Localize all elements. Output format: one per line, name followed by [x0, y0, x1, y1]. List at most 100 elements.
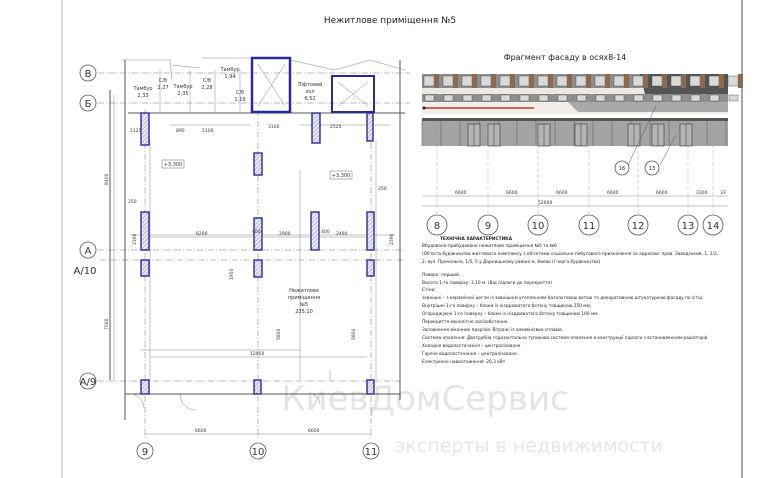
label: 1100	[202, 128, 214, 134]
label: 16	[619, 166, 625, 172]
main-room-label: Нежитлове	[289, 288, 319, 294]
label: 1,94	[224, 74, 235, 80]
label: 10	[252, 447, 265, 458]
facade-axis-bubble: 12	[627, 214, 649, 236]
label: Тамбур	[172, 84, 192, 90]
label: 2525	[330, 124, 342, 130]
floor-plan: Тамбур 2,33 С/б 2,27 Тамбур 2,35 С/б 2,2…	[74, 56, 410, 460]
spec-line: зовнішні – з керамічної цегли із зовнішн…	[422, 295, 704, 301]
label: 6600	[556, 190, 568, 196]
label: №5	[300, 302, 308, 308]
label: 2,33	[137, 93, 148, 99]
spec-line: Внутрішні 1-го поверху – блоки із ніздрю…	[422, 303, 591, 309]
label: С/б	[236, 90, 244, 96]
spec-line: Огороджуючі 1-го поверху – блоки із нізд…	[422, 311, 599, 317]
label: 52600	[538, 200, 552, 206]
spec-line: Холодне водопостачання – централізоване	[422, 343, 521, 349]
spec-line: ТЕХНІЧНА ХАРАКТЕРИСТИКА	[440, 236, 513, 242]
label: 2390	[389, 233, 395, 245]
spec-line: Гаряче водопостачання – централізоване.	[422, 351, 518, 357]
label: 11	[583, 221, 596, 232]
label: хол	[305, 89, 314, 95]
label: 12950	[250, 351, 264, 357]
label: 6600	[455, 190, 467, 196]
label: А/9	[80, 377, 97, 388]
spec-line: Стіни:	[422, 287, 436, 293]
spec-line: Система опалення: Двотрубна горизонтальн…	[422, 335, 708, 341]
label: 1125	[130, 128, 142, 134]
facade-axis-bubble: 13	[677, 214, 699, 236]
label: 250	[378, 186, 387, 192]
axis-bubble-col: 9 10 11	[136, 442, 380, 460]
label: 3100	[268, 124, 280, 130]
label: 6600	[308, 428, 320, 434]
label: Тамбур	[132, 86, 152, 92]
label: С/б	[203, 78, 211, 84]
label: 5800	[351, 328, 357, 340]
label: 2490	[336, 231, 348, 237]
label: 2390	[132, 233, 138, 245]
label: 9	[142, 447, 148, 458]
label: 6200	[196, 231, 208, 237]
axis-bubble-row: В Б А А/10 А/9	[74, 64, 97, 390]
label: Б	[85, 99, 92, 110]
label: 8	[434, 221, 440, 232]
label: 14	[707, 221, 720, 232]
label: Тамбур	[219, 67, 239, 73]
label: 250	[128, 199, 137, 205]
label: 13	[682, 221, 695, 232]
label: 11	[365, 447, 378, 458]
label: 6600	[607, 190, 619, 196]
label: 3300	[696, 190, 708, 196]
spec-line: Висота 1-го поверху: 3,10 м. (Від підлог…	[422, 280, 552, 286]
technical-specification: ТЕХНІЧНА ХАРАКТЕРИСТИКАВбудовано-прибудо…	[422, 236, 718, 365]
main-room-area: 235,10	[295, 309, 313, 315]
label: 6,52	[304, 96, 315, 102]
page-title: Нежитлове приміщення №5	[324, 16, 456, 26]
label: 6600	[506, 190, 518, 196]
facade-axis-bubble: 9	[477, 214, 499, 236]
facade-axis-bubble: 11	[578, 214, 600, 236]
label: 8400	[104, 173, 110, 185]
label: 6600	[195, 428, 207, 434]
label: 1950	[229, 268, 235, 280]
label: 12	[632, 221, 645, 232]
label: А	[85, 246, 92, 257]
label: В	[85, 69, 92, 80]
label: 13	[649, 166, 655, 172]
label: 33	[720, 190, 726, 196]
watermark-logo: КиевДомСервис	[281, 379, 568, 419]
spec-line: 2, вул. Причальна, 1/5, 5 у Дарницькому …	[422, 258, 601, 265]
spec-line: Вбудовано-прибудоване нежитлове приміщен…	[422, 243, 557, 249]
spec-line: Перекриття монолітне залізобетонне.	[422, 319, 509, 325]
label: приміщення	[288, 295, 320, 301]
label: 2,35	[177, 91, 188, 97]
label: 5800	[276, 328, 282, 340]
spec-line: Поверх: перший.	[422, 271, 460, 278]
facade-axis-bubble: 14	[702, 214, 724, 236]
label: С/б	[159, 78, 167, 84]
label: +3,300	[164, 162, 183, 168]
label: 890	[176, 128, 185, 134]
facade-title: Фрагмент фасаду в осях8-14	[504, 53, 627, 62]
label: 2,28	[201, 85, 212, 91]
label: 400	[321, 229, 330, 235]
spec-line: Електричне навантаження- 20,3 кВт	[422, 359, 506, 365]
spec-line: (Об'єкта будівництва житлового комплексу…	[422, 250, 718, 257]
label: 6600	[656, 190, 668, 196]
label: 2900	[279, 231, 291, 237]
label: Ліфтовий	[298, 81, 323, 88]
label: 10	[532, 221, 545, 232]
label: 7000	[104, 318, 110, 330]
facade-axis-bubble: 10	[527, 214, 549, 236]
label: 2,27	[157, 85, 168, 91]
watermark-tagline: эксперты в недвижимости	[395, 435, 663, 457]
label: 9	[485, 221, 491, 232]
facade-axis-bubble: 8	[426, 214, 448, 236]
spec-line: Заповнення віконних прорізів: Вітражі із…	[422, 327, 563, 333]
label: 400	[252, 229, 261, 235]
facade-fragment: Фрагмент фасаду в осях8-14 16 13 6600 66…	[421, 53, 743, 236]
label: +3,300	[332, 173, 351, 179]
label: А/10	[74, 266, 97, 277]
